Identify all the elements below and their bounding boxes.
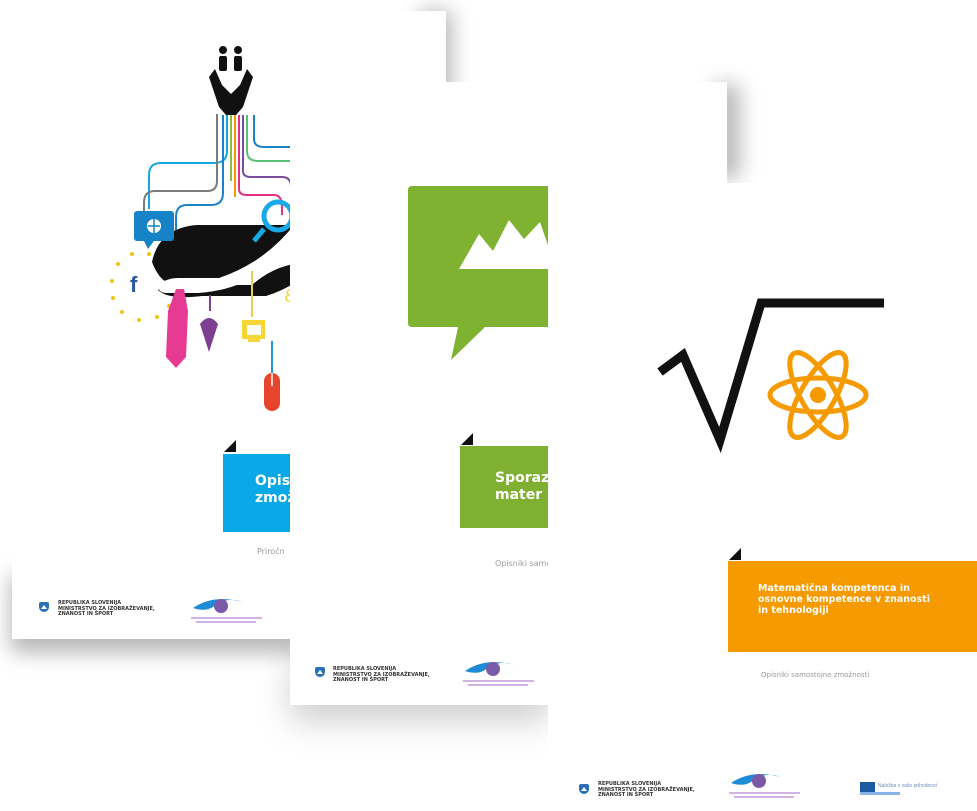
eu-stars-icon xyxy=(110,252,171,322)
middle-cover-andragogic-logo xyxy=(463,662,534,686)
hands-icon xyxy=(209,69,253,115)
hands-book-digital-icons: f & xyxy=(110,46,343,411)
middle-cover-institution-text: REPUBLIKA SLOVENIJA MINISTRSTVO ZA IZOBR… xyxy=(333,666,430,683)
monitor-icon xyxy=(242,271,265,342)
eu-logo-strip xyxy=(860,792,900,795)
left-cover-crest-icon xyxy=(39,602,49,612)
facebook-icon: f xyxy=(130,272,138,297)
left-cover-institution-text: REPUBLIKA SLOVENIJA MINISTRSTVO ZA IZOBR… xyxy=(58,600,155,617)
eu-investment-text: Naložba v vašo prihodnost xyxy=(878,783,937,789)
middle-cover-title-line-1: Sporaz xyxy=(495,470,550,486)
left-cover-subtitle: Priročn xyxy=(257,547,285,556)
fountain-pen-icon xyxy=(200,295,218,352)
middle-cover-title-line-2: mater xyxy=(495,486,543,503)
right-cover-subtitle: Opisniki samostojne zmožnosti xyxy=(761,671,870,679)
mouse-icon xyxy=(264,341,280,411)
cover-document-right: Matematična kompetenca in osnovne kompet… xyxy=(548,183,977,811)
eu-flag-icon xyxy=(860,782,875,793)
middle-cover-subtitle: Opisniki samo xyxy=(495,559,549,568)
right-cover-title-line-1: Matematična kompetenca in xyxy=(758,583,910,594)
right-cover-andragogic-logo xyxy=(729,774,800,798)
right-cover-eu-logo: Naložba v vašo prihodnost xyxy=(860,778,955,802)
right-cover-institution-text: REPUBLIKA SLOVENIJA MINISTRSTVO ZA IZOBR… xyxy=(598,781,695,798)
middle-cover-crest-icon xyxy=(315,667,325,677)
tie-icon xyxy=(166,289,188,368)
square-root-atom-icon xyxy=(657,298,884,454)
right-cover-title-box: Matematična kompetenca in osnovne kompet… xyxy=(728,561,977,652)
book-icon xyxy=(152,225,318,298)
right-cover-title-line-3: in tehnologiji xyxy=(758,605,829,617)
left-cover-title-line-2: zmož xyxy=(255,489,296,506)
chat-globe-icon xyxy=(134,211,174,249)
right-cover-title-line-2: osnovne kompetence v znanosti xyxy=(758,594,930,606)
people-icon xyxy=(219,46,242,71)
left-cover-andragogic-logo xyxy=(191,599,262,623)
right-cover-crest-icon xyxy=(579,784,589,794)
